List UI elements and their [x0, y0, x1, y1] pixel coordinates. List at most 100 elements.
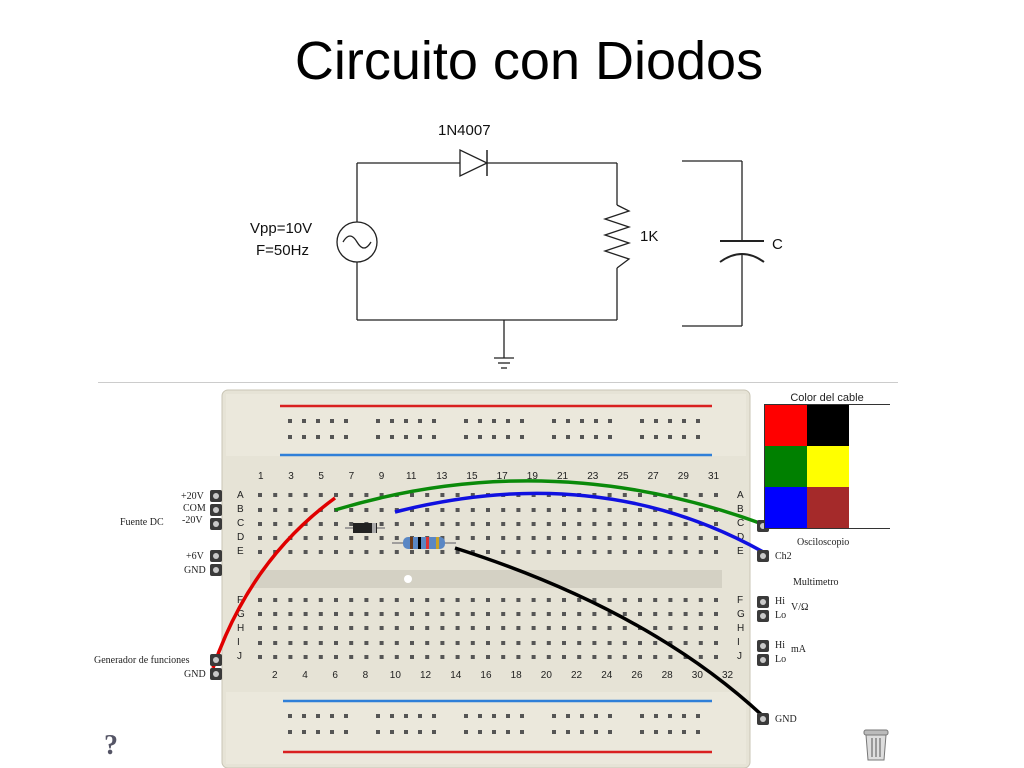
col-number-top: 13: [436, 471, 448, 482]
pin-com[interactable]: [210, 504, 222, 516]
page-title: Circuito con Diodos: [294, 31, 764, 91]
row-letter: A: [237, 490, 244, 501]
pin-hi-v[interactable]: [757, 596, 769, 608]
color-swatch[interactable]: [849, 405, 891, 446]
pin-ch2[interactable]: [757, 550, 769, 562]
label-p20v: +20V: [181, 491, 204, 502]
circuit-schematic: [336, 148, 765, 369]
col-number-bottom: 12: [420, 670, 432, 681]
col-number-top: 21: [557, 471, 569, 482]
label-ma: mA: [791, 644, 806, 655]
label-generador: Generador de funciones: [94, 655, 190, 666]
col-number-bottom: 20: [540, 670, 552, 681]
color-swatch[interactable]: [807, 405, 849, 446]
pin-gnd-gen[interactable]: [210, 668, 222, 680]
col-number-bottom: 24: [601, 670, 613, 681]
col-number-top: 15: [466, 471, 478, 482]
row-letter: F: [737, 595, 744, 606]
row-letter: J: [737, 651, 742, 662]
col-number-bottom: 28: [661, 670, 673, 681]
color-swatch[interactable]: [849, 487, 891, 528]
help-icon[interactable]: ?: [104, 730, 118, 761]
source-voltage-label: Vpp=10V: [250, 220, 313, 237]
row-letter: E: [737, 546, 744, 557]
color-swatch[interactable]: [765, 405, 807, 446]
row-letter: D: [737, 532, 745, 543]
col-number-bottom: 26: [631, 670, 643, 681]
col-number-top: 9: [378, 471, 385, 482]
legend-title: Color del cable: [790, 392, 864, 404]
color-swatch[interactable]: [849, 446, 891, 487]
label-m20v: -20V: [182, 515, 203, 526]
pin-lo-ma[interactable]: [757, 654, 769, 666]
col-number-top: 25: [617, 471, 629, 482]
label-lo-ma: Lo: [775, 654, 787, 665]
col-number-bottom: 2: [272, 670, 278, 681]
col-number-bottom: 32: [722, 670, 734, 681]
row-letter: D: [237, 532, 245, 543]
col-number-bottom: 14: [450, 670, 462, 681]
pin-generador[interactable]: [210, 654, 222, 666]
pin-p6v[interactable]: [210, 550, 222, 562]
col-number-bottom: 8: [362, 670, 369, 681]
col-number-top: 29: [677, 471, 689, 482]
pin-hi-ma[interactable]: [757, 640, 769, 652]
ac-source-symbol: [336, 221, 378, 263]
col-number-top: 19: [526, 471, 538, 482]
pin-p20v[interactable]: [210, 490, 222, 502]
row-letter: E: [237, 546, 244, 557]
color-swatch[interactable]: [765, 487, 807, 528]
cable-color-legend: Color del cable: [764, 392, 891, 529]
pin-gnd-right[interactable]: [757, 713, 769, 725]
col-number-top: 27: [647, 471, 659, 482]
row-letter: I: [237, 637, 240, 648]
wire-green: [334, 479, 766, 527]
label-ch2: Ch2: [775, 551, 792, 562]
col-number-bottom: 30: [691, 670, 703, 681]
resistor-label: 1K: [640, 228, 659, 245]
color-swatch[interactable]: [807, 487, 849, 528]
breadboard[interactable]: [220, 388, 752, 768]
col-number-bottom: 16: [480, 670, 492, 681]
row-letter: G: [737, 609, 745, 620]
source-frequency-label: F=50Hz: [256, 242, 309, 259]
wires-layer: [211, 479, 767, 720]
col-number-top: 31: [708, 471, 720, 482]
label-gnd-gen: GND: [184, 669, 206, 680]
row-letter: I: [737, 637, 740, 648]
diode-component: [345, 523, 385, 533]
row-letter: H: [237, 623, 245, 634]
row-letter: F: [237, 595, 244, 606]
label-fuente-dc: Fuente DC: [120, 517, 164, 528]
color-swatch[interactable]: [807, 446, 849, 487]
row-letter: A: [737, 490, 744, 501]
row-letter: H: [737, 623, 745, 634]
row-letter: G: [237, 609, 245, 620]
wire-red: [211, 496, 337, 669]
col-number-top: 1: [258, 471, 264, 482]
row-letter: B: [737, 504, 744, 515]
col-number-bottom: 6: [332, 670, 338, 681]
label-gnd-right: GND: [775, 714, 797, 725]
label-hi-v: Hi: [775, 596, 785, 607]
capacitor-label: C: [772, 236, 783, 253]
pin-gnd-dc[interactable]: [210, 564, 222, 576]
col-number-top: 17: [496, 471, 508, 482]
label-p6v: +6V: [186, 551, 204, 562]
diode-label: 1N4007: [438, 122, 491, 139]
label-hi-ma: Hi: [775, 640, 785, 651]
label-com: COM: [183, 503, 206, 514]
label-osciloscopio: Osciloscopio: [797, 537, 850, 548]
legend-swatches: [764, 404, 891, 529]
wire-black: [454, 546, 767, 720]
pin-m20v[interactable]: [210, 518, 222, 530]
label-gnd-dc: GND: [184, 565, 206, 576]
trash-icon[interactable]: [860, 724, 892, 762]
col-number-top: 23: [587, 471, 599, 482]
color-swatch[interactable]: [765, 446, 807, 487]
col-number-top: 3: [288, 471, 294, 482]
pin-lo-v[interactable]: [757, 610, 769, 622]
row-letter: B: [237, 504, 244, 515]
row-letter: J: [237, 651, 242, 662]
col-number-bottom: 10: [389, 670, 401, 681]
